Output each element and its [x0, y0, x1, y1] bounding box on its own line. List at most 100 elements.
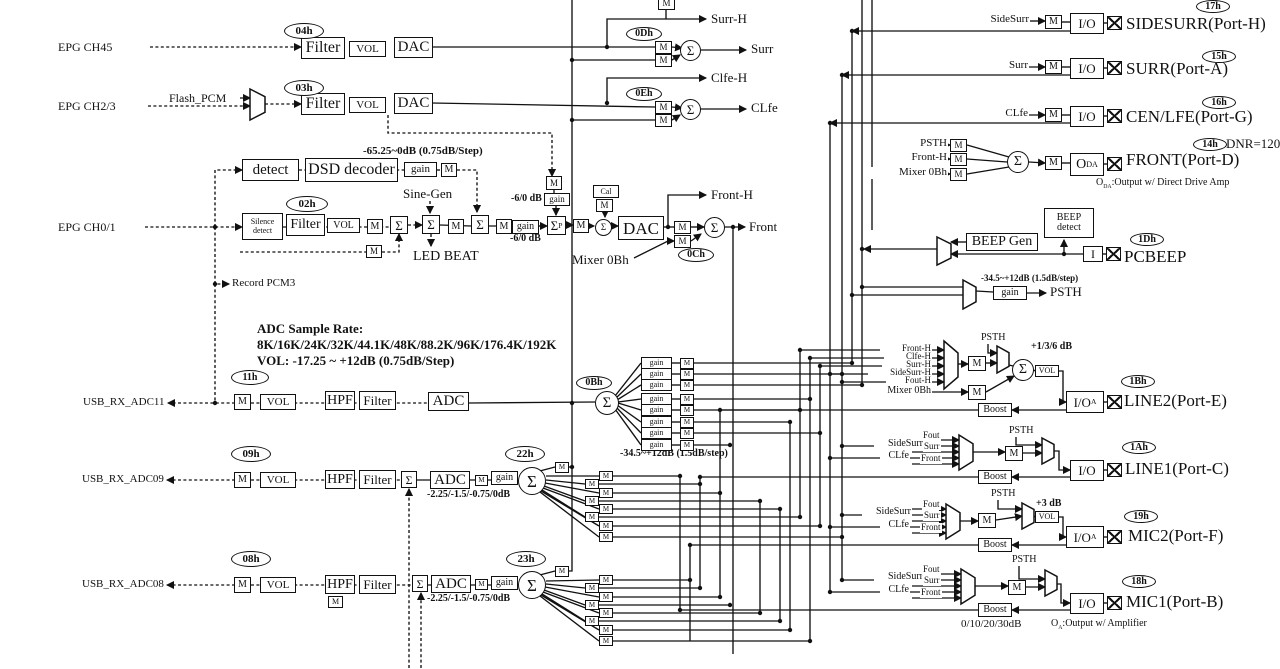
b0-gain-7: gain	[641, 439, 672, 451]
sigma-cal: Σ	[595, 219, 612, 236]
text: O	[1051, 618, 1059, 629]
text: detect	[252, 161, 289, 178]
text: EPG CH2/3	[58, 99, 116, 113]
text: PSTH	[920, 137, 947, 149]
lbl-mic2-in-sidesurr: SideSurr	[862, 506, 912, 518]
text: I/O	[1073, 529, 1091, 545]
lbl-mixer-0bh: Mixer 0Bh	[572, 252, 629, 267]
text: M	[588, 616, 596, 625]
mux-mic2-psth-icon	[1021, 501, 1035, 531]
vol-03h: VOL	[349, 97, 386, 113]
text: Mixer 0Bh	[887, 385, 931, 396]
text: M	[683, 429, 691, 437]
text: M	[683, 359, 691, 367]
mux-beep-icon	[936, 235, 952, 267]
text: Front-H	[911, 151, 947, 163]
m22-0: M	[599, 471, 613, 481]
text: LINE2(Port-E)	[1124, 391, 1227, 410]
text: Σ	[1018, 362, 1028, 377]
text: M	[659, 102, 668, 112]
text: VOL	[356, 42, 379, 55]
text: DAC	[623, 218, 659, 238]
pad-front-icon	[1107, 157, 1122, 171]
lbl-22h-gain: -2.25/-1.5/-0.75/0dB	[427, 489, 510, 501]
adc08-adc: ADC	[431, 575, 471, 593]
line1-m: M	[1005, 446, 1023, 461]
m23-3: M	[585, 600, 599, 610]
text: SideSurr	[990, 13, 1030, 25]
text: gain	[649, 369, 664, 378]
lbl-mic1-in-sidesurr: SideSurr	[874, 571, 924, 583]
lbl-psth-range: -34.5~+12dB (1.5dB/step)	[981, 273, 1078, 284]
line1-io: I/O	[1070, 460, 1104, 481]
text: M	[451, 220, 461, 232]
text: Filter	[290, 217, 321, 232]
mux-mic1-psth-icon	[1044, 568, 1058, 598]
text: USB_RX_ADC08	[82, 578, 164, 590]
text: M	[602, 636, 610, 645]
text: PSTH	[1050, 284, 1082, 299]
lbl-sine-gen: Sine-Gen	[403, 186, 452, 201]
text: M	[678, 222, 687, 232]
text: I/O	[1078, 61, 1096, 76]
tag-02h: 02h	[286, 196, 328, 212]
text: 8K/16K/24K/32K/44.1K/48K/88.2K/96K/176.4…	[257, 337, 557, 352]
beep-detect: BEEP detect	[1044, 208, 1094, 238]
tag-1Bh: 1Bh	[1121, 375, 1155, 388]
text: VOL	[333, 219, 354, 231]
text: EPG CH0/1	[58, 220, 116, 234]
dac-04h: DAC	[394, 37, 433, 58]
port-sidesurr: SIDESURR(Port-H)	[1126, 14, 1266, 33]
lbl-line2-in-fronth: Front-H	[880, 343, 932, 354]
text: Record PCM3	[232, 277, 296, 289]
mux-epg23-icon	[249, 87, 266, 122]
m-port16: M	[1045, 108, 1062, 122]
lbl-oa-caption: OA:Output w/ Amplifier	[1051, 618, 1147, 631]
text: Surr-H	[906, 359, 931, 369]
b0-gain-4: gain	[641, 404, 672, 416]
port-front: FRONT(Port-D)	[1126, 150, 1239, 169]
text: M	[238, 396, 247, 407]
m-14h-psth: M	[950, 139, 967, 152]
beep-i: I	[1083, 246, 1103, 262]
cal-box: Cal	[593, 185, 619, 198]
text: -6/0 dB	[511, 193, 542, 204]
text: M	[1049, 61, 1058, 72]
b0-m-6: M	[680, 428, 694, 439]
lbl-psth-line1: PSTH	[1008, 425, 1035, 437]
text: Σ	[686, 43, 695, 58]
adc08-vol: VOL	[260, 577, 296, 593]
lbl-15h-surr: Surr	[999, 59, 1029, 72]
lbl-line2-in-surrh: Surr-H	[882, 359, 932, 370]
port-line2: LINE2(Port-E)	[1124, 391, 1227, 410]
pad-mic2-icon	[1107, 530, 1122, 544]
lbl-usb-rx-adc08: USB_RX_ADC08	[82, 578, 164, 591]
lbl-adc-rate-2: 8K/16K/24K/32K/44.1K/48K/88.2K/96K/176.4…	[257, 337, 557, 352]
port-surr: SURR(Port-A)	[1126, 59, 1228, 78]
port-mic1: MIC1(Port-B)	[1126, 592, 1224, 611]
adc11-vol: VOL	[260, 394, 296, 410]
text: VOL	[1038, 366, 1056, 375]
text: gain	[649, 428, 664, 437]
text: M	[683, 370, 691, 378]
text: M	[683, 441, 691, 449]
text: Filter	[305, 95, 341, 112]
io-port16: I/O	[1070, 106, 1104, 127]
m-port15: M	[1045, 60, 1062, 74]
tag-17h: 17h	[1196, 0, 1230, 13]
m-port17: M	[1045, 15, 1062, 29]
vol-02h: VOL	[327, 218, 360, 233]
text: gain	[1001, 287, 1019, 298]
text: M	[588, 600, 596, 609]
text: Σ	[550, 218, 559, 233]
text: VOL	[356, 98, 379, 111]
text: gain	[649, 417, 664, 426]
mux-mic1-icon	[960, 567, 976, 606]
lbl-epg-ch45: EPG CH45	[58, 41, 112, 54]
tag-0Ch: 0Ch	[678, 248, 714, 262]
text: MIC1(Port-B)	[1126, 592, 1224, 611]
text: Boost	[983, 604, 1007, 615]
text: M	[576, 220, 586, 231]
adc08-hpf: HPF	[325, 575, 355, 594]
silence-detect: Silence detect	[242, 213, 283, 240]
